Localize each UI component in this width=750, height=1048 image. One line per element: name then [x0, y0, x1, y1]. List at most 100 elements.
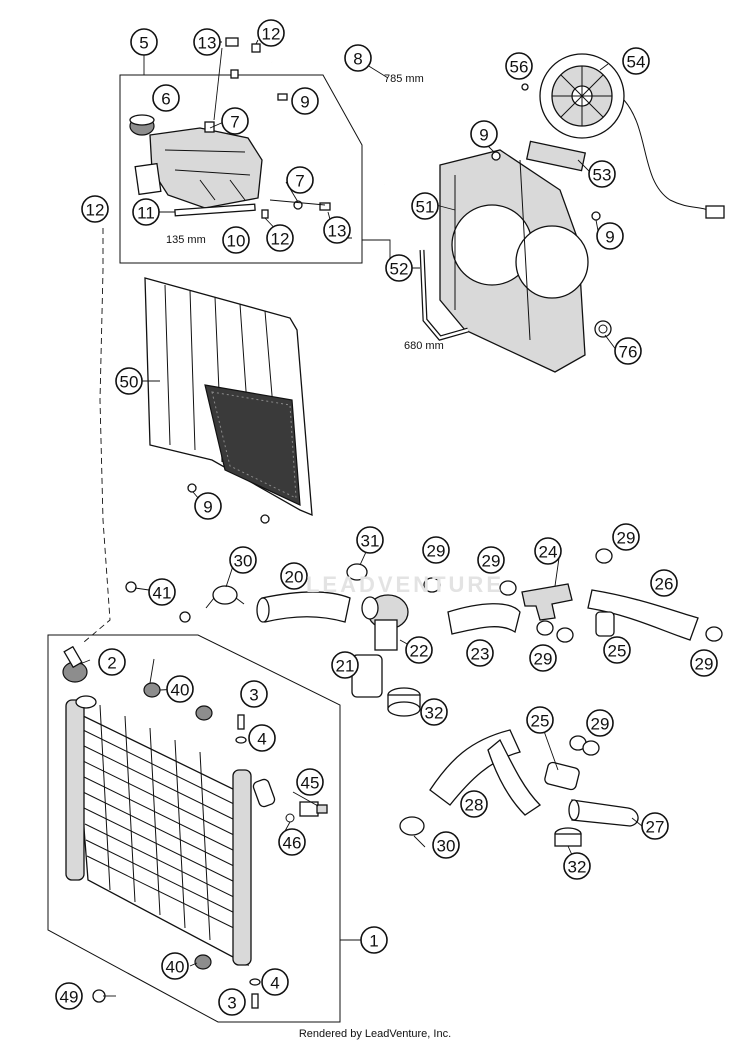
callout-circle [477, 546, 505, 574]
callout-circle [194, 492, 222, 520]
callout-circle [529, 644, 557, 672]
callout-number: 9 [479, 126, 488, 145]
callout-circle [422, 536, 450, 564]
hose-26 [587, 589, 699, 641]
callout-number: 40 [166, 958, 185, 977]
callout-circle [360, 926, 388, 954]
callout-number: 5 [139, 34, 148, 53]
callout-32: 32 [420, 698, 448, 726]
callout-1: 1 [360, 926, 388, 954]
radiator-core [65, 699, 252, 967]
callout-number: 11 [137, 204, 155, 223]
callout-2: 2 [98, 648, 126, 676]
callout-circle [266, 224, 294, 252]
callout-number: 21 [336, 657, 355, 676]
callout-number: 4 [257, 730, 266, 749]
callout-circle [222, 226, 250, 254]
small-screws [92, 83, 601, 1003]
callout-8: 8 [344, 44, 372, 72]
callout-number: 26 [655, 575, 674, 594]
callout-number: 6 [161, 90, 170, 109]
bolts-3-4 [235, 714, 261, 1009]
hose-25-short [595, 611, 615, 637]
callout-number: 27 [646, 818, 665, 837]
callout-number: 8 [353, 50, 362, 69]
fan-shroud [439, 149, 589, 373]
tank-fittings [174, 37, 331, 219]
callout-5: 5 [130, 28, 158, 56]
callout-circle [115, 367, 143, 395]
thermostat-22 [361, 594, 409, 651]
callout-circle [420, 698, 448, 726]
callout-number: 76 [619, 343, 638, 362]
callout-number: 32 [568, 858, 587, 877]
callout-circle [152, 84, 180, 112]
callout-circle [193, 28, 221, 56]
callout-circle [588, 160, 616, 188]
callout-26: 26 [650, 569, 678, 597]
callout-circle [221, 107, 249, 135]
callout-circle [356, 526, 384, 554]
radiator-cap-2 [62, 645, 88, 683]
callout-number: 45 [301, 774, 320, 793]
callout-40: 40 [166, 675, 194, 703]
callout-22: 22 [405, 636, 433, 664]
callout-number: 10 [227, 232, 246, 251]
clamps-29 [423, 548, 723, 756]
callout-circle [505, 52, 533, 80]
callout-7: 7 [286, 166, 314, 194]
callout-number: 1 [369, 932, 378, 951]
filler-neck [75, 695, 97, 709]
callout-circle [229, 546, 257, 574]
callout-number: 40 [171, 681, 190, 700]
callout-circle [460, 790, 488, 818]
callout-circle [130, 28, 158, 56]
callout-number: 29 [534, 650, 553, 669]
radiator-assembly-frame [47, 634, 341, 1023]
callout-circle [81, 195, 109, 223]
overflow-hose-785 [271, 59, 392, 186]
callout-circle [603, 636, 631, 664]
callout-circle [466, 639, 494, 667]
callout-circle [278, 828, 306, 856]
callout-9: 9 [596, 222, 624, 250]
callout-number: 54 [627, 53, 646, 72]
callout-circle [411, 192, 439, 220]
callout-circle [98, 648, 126, 676]
callout-29: 29 [612, 523, 640, 551]
hose-length-785: 785 mm [384, 73, 424, 85]
callout-number: 22 [410, 642, 429, 661]
hose-27 [568, 799, 639, 827]
callout-52: 52 [385, 254, 413, 282]
callout-7: 7 [221, 107, 249, 135]
footer-credit: Rendered by LeadVenture, Inc. [298, 1028, 452, 1040]
callout-number: 4 [270, 974, 279, 993]
callout-number: 7 [295, 172, 304, 191]
callout-circle [240, 680, 268, 708]
callout-circle [534, 537, 562, 565]
callout-number: 29 [695, 655, 714, 674]
callout-number: 13 [328, 222, 347, 241]
callout-number: 3 [227, 994, 236, 1013]
callout-circle [257, 19, 285, 47]
callout-number: 29 [617, 529, 636, 548]
callout-circle [690, 649, 718, 677]
callout-number: 9 [203, 498, 212, 517]
callout-circle [612, 523, 640, 551]
callout-number: 12 [271, 230, 290, 249]
callout-circle [614, 337, 642, 365]
callout-21: 21 [331, 651, 359, 679]
callout-circle [470, 120, 498, 148]
callout-circle [161, 952, 189, 980]
callout-number: 29 [482, 552, 501, 571]
dimension-labels: 785 mm 135 mm 680 mm [166, 73, 444, 352]
callout-circle [280, 562, 308, 590]
callout-circle [641, 812, 669, 840]
callout-number: 30 [234, 552, 253, 571]
callout-32: 32 [563, 852, 591, 880]
hose-length-680: 680 mm [404, 340, 444, 352]
callout-number: 2 [107, 654, 116, 673]
callout-circle [405, 636, 433, 664]
temp-sensor-45 [285, 801, 328, 823]
